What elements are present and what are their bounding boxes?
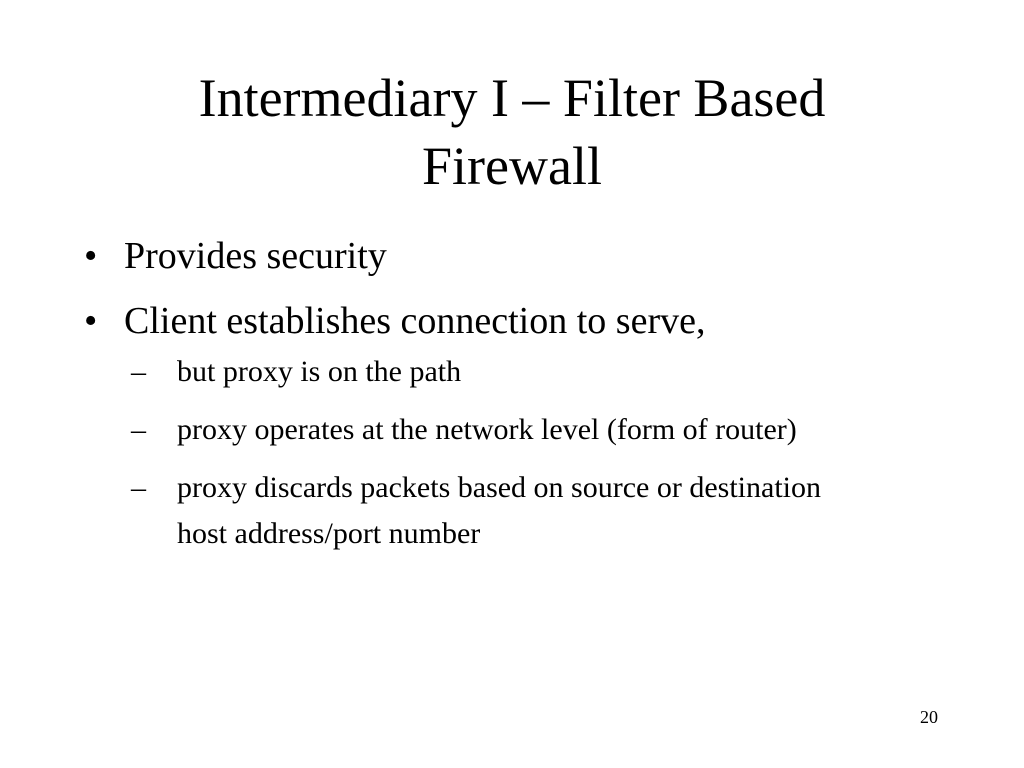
bullet-marker: • xyxy=(84,235,98,277)
bullet-list: • Provides security • Client establishes… xyxy=(84,232,944,574)
bullet-text: Client establishes connection to serve, xyxy=(124,300,706,342)
bullet-item: • Client establishes connection to serve… xyxy=(84,297,944,557)
sub-bullet-text: proxy operates at the network level (for… xyxy=(177,413,797,446)
slide-title-line-1: Intermediary I – Filter Based xyxy=(198,68,826,128)
slide-title: Intermediary I – Filter Based Firewall xyxy=(80,64,944,200)
sub-bullet-marker: – xyxy=(131,471,146,504)
bullet-text: Provides security xyxy=(124,235,387,277)
page-number: 20 xyxy=(920,707,938,727)
sub-bullet-marker: – xyxy=(131,413,146,446)
sub-bullet-text: but proxy is on the path xyxy=(177,355,462,388)
sub-bullet-item: – but proxy is on the path xyxy=(131,349,877,395)
sub-bullet-text: proxy discards packets based on source o… xyxy=(177,471,821,550)
slide-title-line-2: Firewall xyxy=(422,136,602,196)
sub-bullet-marker: – xyxy=(131,355,146,388)
sub-bullet-item: – proxy discards packets based on source… xyxy=(131,465,877,557)
sub-bullet-list: – but proxy is on the path – proxy opera… xyxy=(124,349,944,557)
bullet-marker: • xyxy=(84,300,98,342)
sub-bullet-item: – proxy operates at the network level (f… xyxy=(131,407,877,453)
bullet-item: • Provides security xyxy=(84,232,944,280)
